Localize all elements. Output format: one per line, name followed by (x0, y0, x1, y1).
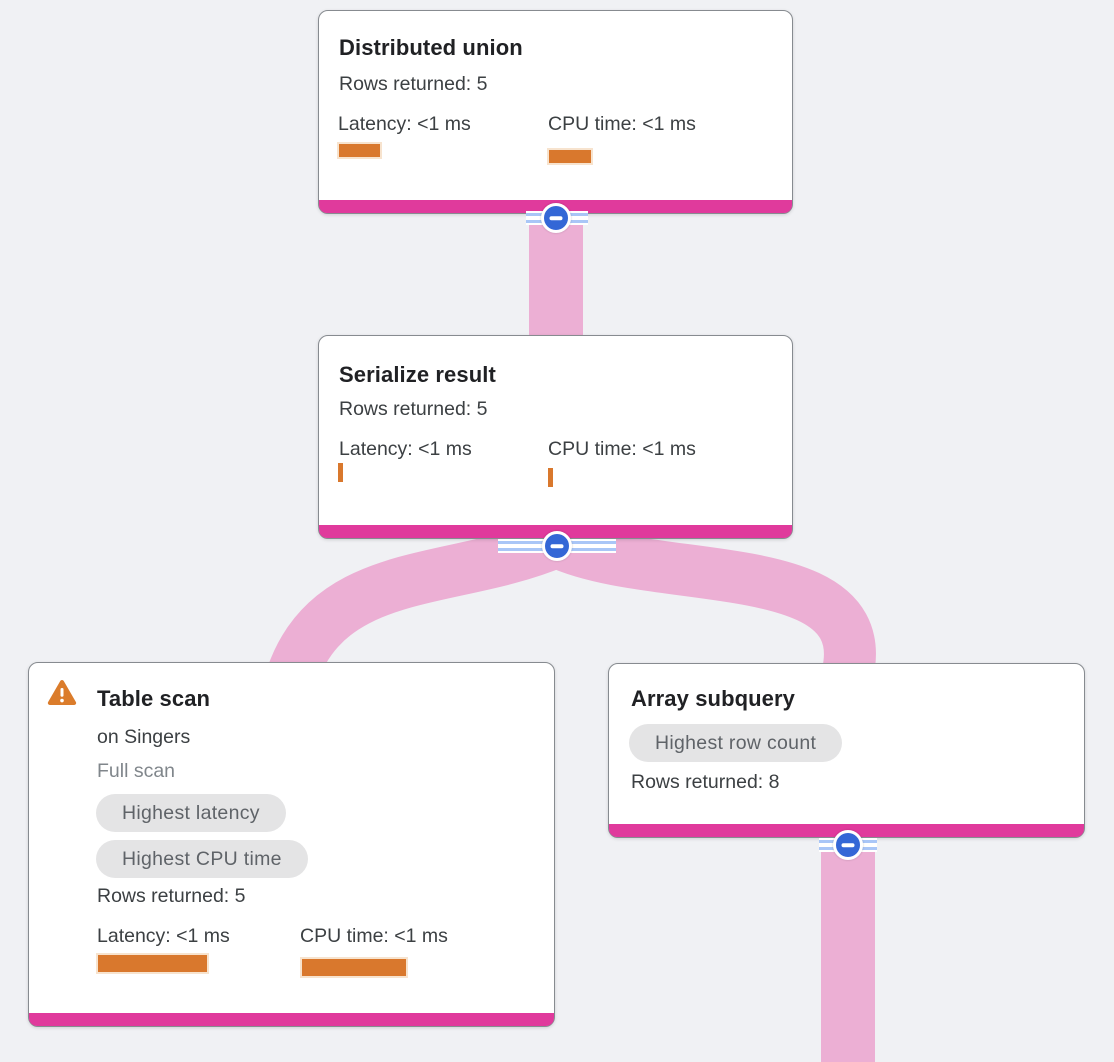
connector-distributed-union-to-serialize (529, 206, 583, 340)
latency-bar (338, 463, 343, 482)
rows-returned: Rows returned: 5 (339, 73, 488, 95)
scan-type-label: Full scan (97, 760, 176, 782)
latency-bar (96, 953, 209, 974)
collapse-button-distributed-union[interactable] (541, 203, 571, 233)
latency-label: Latency: <1 ms (97, 925, 230, 947)
plan-node-table-scan[interactable]: Table scan on Singers Full scan Highest … (28, 662, 555, 1027)
rows-returned: Rows returned: 5 (97, 885, 246, 907)
node-title: Serialize result (339, 362, 496, 387)
rows-returned: Rows returned: 8 (631, 771, 780, 793)
node-footer-bar (29, 1013, 554, 1026)
collapse-button-array-subquery[interactable] (833, 830, 863, 860)
latency-label: Latency: <1 ms (339, 438, 472, 460)
warning-icon (47, 679, 77, 706)
cpu-time-label: CPU time: <1 ms (548, 113, 696, 135)
connector-serialize-to-array-subquery (546, 518, 876, 683)
cpu-time-bar (547, 148, 593, 165)
badge-highest-cpu-time: Highest CPU time (96, 840, 308, 878)
node-title: Table scan (97, 686, 211, 711)
cpu-time-bar (548, 468, 553, 487)
plan-node-serialize-result[interactable]: Serialize result Rows returned: 5 Latenc… (318, 335, 793, 539)
node-subtitle: on Singers (97, 726, 191, 748)
rows-returned: Rows returned: 5 (339, 398, 488, 420)
plan-node-distributed-union[interactable]: Distributed union Rows returned: 5 Laten… (318, 10, 793, 214)
connector-array-subquery-child (821, 834, 875, 1062)
cpu-time-label: CPU time: <1 ms (548, 438, 696, 460)
latency-bar (337, 142, 382, 159)
badge-highest-row-count: Highest row count (629, 724, 843, 762)
collapse-button-serialize-result[interactable] (542, 531, 572, 561)
minus-icon (841, 843, 855, 847)
cpu-time-bar (300, 957, 408, 978)
plan-node-array-subquery[interactable]: Array subquery Highest row count Rows re… (608, 663, 1085, 838)
cpu-time-label: CPU time: <1 ms (300, 925, 448, 947)
badge-highest-latency: Highest latency (96, 794, 286, 832)
connector-serialize-to-table-scan (267, 517, 567, 686)
latency-label: Latency: <1 ms (338, 113, 471, 135)
minus-icon (550, 544, 564, 548)
node-title: Array subquery (631, 686, 796, 711)
node-title: Distributed union (339, 35, 523, 60)
minus-icon (549, 216, 563, 220)
